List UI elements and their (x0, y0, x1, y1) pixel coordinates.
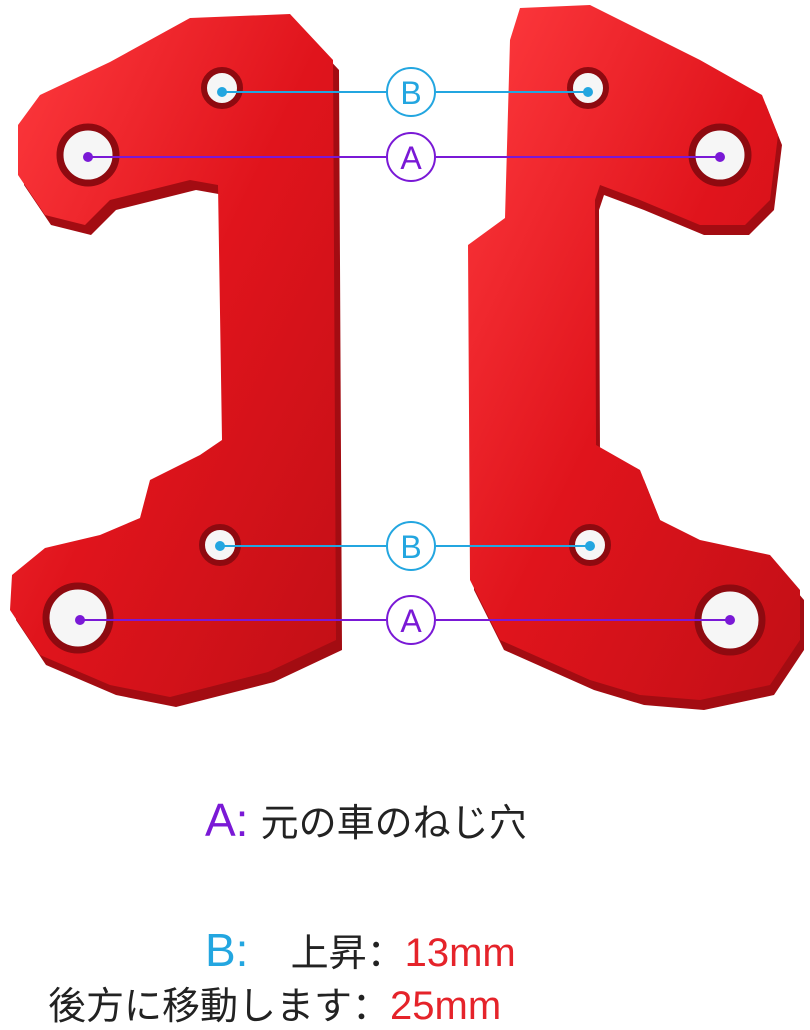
a-marker-lower: A (75, 595, 735, 645)
b-marker-upper: B (217, 67, 593, 117)
legend-b-text1: 上昇： (290, 931, 405, 975)
a-marker-lower-label: A (400, 603, 422, 639)
legend-a-key: A: (205, 794, 249, 846)
legend-b-key: B: (205, 924, 249, 976)
b-marker-lower: B (215, 521, 595, 571)
left-bracket-plate (10, 14, 342, 707)
bracket-diagram: B A B A (10, 5, 804, 710)
legend-b-line1: B: 上昇：13mm (205, 922, 516, 977)
legend-b-line2: 後方に移動します：25mm (48, 975, 501, 1030)
a-marker-upper-label: A (400, 140, 422, 176)
legend-b-value2: 25mm (390, 984, 502, 1028)
legend-b-text2: 後方に移動します： (48, 984, 391, 1028)
legend-b-value1: 13mm (404, 931, 516, 975)
legend-a-text: 元の車のねじ穴 (260, 801, 527, 845)
right-bracket-plate (468, 5, 804, 710)
b-marker-lower-label: B (400, 529, 421, 565)
legend-a: A: 元の車のねじ穴 (205, 792, 527, 847)
b-marker-upper-label: B (400, 75, 421, 111)
a-marker-upper: A (83, 132, 725, 182)
